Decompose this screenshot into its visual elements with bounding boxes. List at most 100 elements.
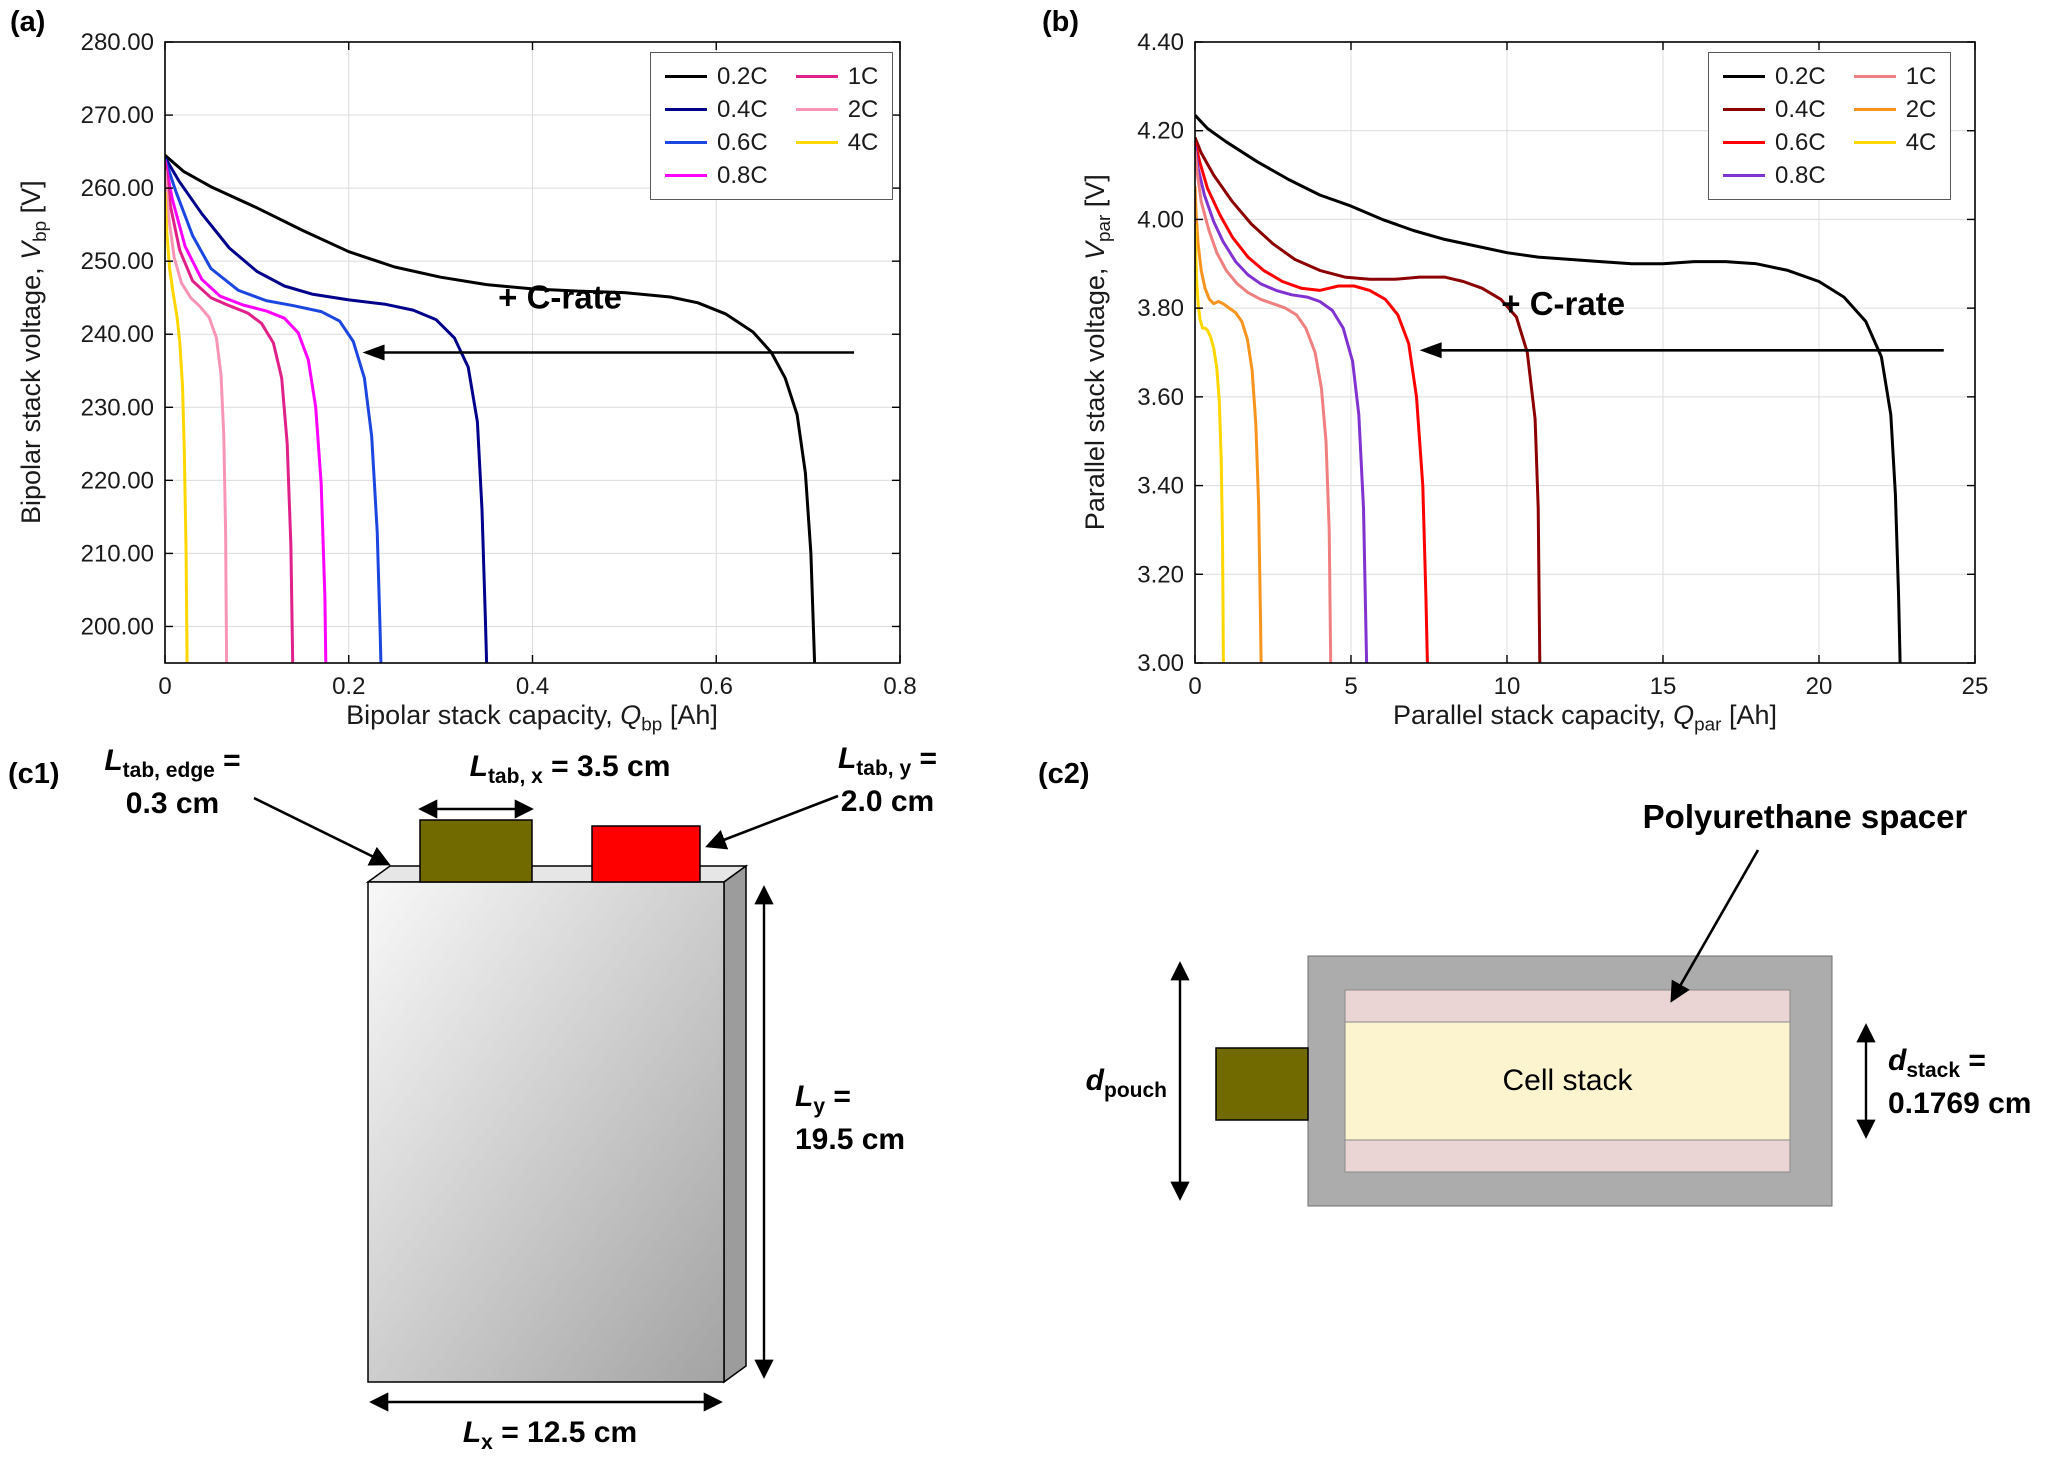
legend-label: 1C bbox=[847, 62, 879, 90]
xlabel-unit: [Ah] bbox=[1721, 700, 1777, 730]
chart-b-y-axis-label: Parallel stack voltage, Vpar [V] bbox=[1080, 32, 1116, 672]
xlabel-text: Parallel stack capacity, bbox=[1393, 700, 1674, 730]
series-line-4C bbox=[1195, 223, 1225, 663]
legend-item-0.2C: 0.2C bbox=[665, 63, 768, 91]
series-line-0.2C bbox=[1195, 114, 1902, 663]
y-tick-label: 4.40 bbox=[1137, 29, 1184, 56]
label-l-x: Lx = 12.5 cm bbox=[380, 1414, 720, 1457]
y-tick-label: 200.00 bbox=[81, 613, 154, 640]
y-tick-label: 280.00 bbox=[81, 29, 154, 56]
pouch-front-face bbox=[367, 881, 725, 1383]
y-tick-label: 3.00 bbox=[1137, 650, 1184, 677]
legend-line-swatch bbox=[1853, 141, 1896, 144]
c-rate-annotation-text: + C-rate bbox=[1501, 285, 1625, 322]
eq: = bbox=[911, 742, 938, 775]
legend-line-swatch bbox=[665, 141, 707, 144]
sub: y bbox=[813, 1095, 826, 1118]
l-tab-edge-line1: Ltab, edge = bbox=[55, 742, 290, 785]
y-tick-label: 3.40 bbox=[1137, 473, 1184, 500]
x-tick-label: 0.4 bbox=[516, 673, 549, 700]
y-tick-label: 3.60 bbox=[1137, 384, 1184, 411]
legend-item-2C: 2C bbox=[795, 95, 879, 124]
series-line-0.8C bbox=[165, 160, 328, 663]
y-tick-label: 220.00 bbox=[81, 467, 154, 494]
sub: tab, x bbox=[487, 765, 543, 788]
y-tick-label: 4.20 bbox=[1137, 118, 1184, 145]
legend-line-swatch bbox=[1723, 174, 1765, 177]
legend-line-swatch bbox=[795, 75, 838, 78]
legend-item-0.6C: 0.6C bbox=[1723, 129, 1826, 157]
legend-label: 0.4C bbox=[717, 95, 768, 123]
legend-label: 1C bbox=[1905, 62, 1937, 90]
series-line-0.4C bbox=[1195, 136, 1542, 663]
legend-line-swatch bbox=[1723, 75, 1765, 78]
value: = 3.5 cm bbox=[542, 750, 671, 783]
legend-item-0.8C: 0.8C bbox=[1723, 162, 1826, 190]
legend-item-0.4C: 0.4C bbox=[1723, 96, 1826, 124]
var: L bbox=[469, 750, 488, 783]
panel-c2-tag: (c2) bbox=[1038, 758, 1090, 790]
y-tick-label: 210.00 bbox=[81, 540, 154, 567]
plot-border bbox=[1194, 41, 1976, 664]
series-line-4C bbox=[165, 191, 189, 663]
legend-label: 2C bbox=[1905, 95, 1937, 123]
spacer-top bbox=[1344, 989, 1791, 1023]
series-line-2C bbox=[165, 169, 229, 663]
legend-label: 0.2C bbox=[717, 62, 768, 90]
var: L bbox=[462, 1416, 482, 1449]
legend-line-swatch bbox=[795, 108, 838, 111]
ylabel-variable: V bbox=[15, 241, 46, 260]
ylabel-unit: [V] bbox=[15, 180, 46, 221]
sub: stack bbox=[1906, 1059, 1961, 1082]
ylabel-subscript: bp bbox=[30, 220, 52, 242]
legend-label: 0.6C bbox=[1775, 128, 1826, 156]
legend-item-4C: 4C bbox=[795, 129, 878, 157]
legend-label: 0.8C bbox=[717, 161, 768, 189]
xlabel-subscript: bp bbox=[641, 714, 663, 736]
var: L bbox=[795, 1080, 814, 1113]
label-d-pouch: dpouch bbox=[1055, 1062, 1167, 1105]
y-tick-label: 240.00 bbox=[81, 321, 154, 348]
cell-stack-label: Cell stack bbox=[1502, 1064, 1633, 1097]
sub: tab, edge bbox=[122, 759, 215, 782]
pouch-top-face bbox=[365, 865, 749, 883]
xlabel-unit: [Ah] bbox=[662, 700, 718, 730]
var: L bbox=[104, 744, 123, 777]
x-tick-label: 25 bbox=[1962, 673, 1989, 700]
negative-tab bbox=[419, 819, 533, 883]
polyurethane-spacer-title: Polyurethane spacer bbox=[1642, 798, 1968, 835]
ylabel-unit: [V] bbox=[1079, 174, 1110, 215]
panel-a-tag: (a) bbox=[10, 6, 46, 38]
x-tick-label: 15 bbox=[1650, 673, 1677, 700]
legend-item-0.4C: 0.4C bbox=[665, 96, 768, 124]
series-line-0.8C bbox=[1195, 145, 1369, 663]
legend-line-swatch bbox=[1723, 141, 1765, 144]
label-l-tab-edge: Ltab, edge = 0.3 cm bbox=[55, 742, 290, 823]
l-tab-y-line1: Ltab, y = bbox=[790, 740, 985, 783]
label-l-y: Ly = 19.5 cm bbox=[795, 1078, 1005, 1159]
label-l-tab-y: Ltab, y = 2.0 cm bbox=[790, 740, 985, 821]
eq: = bbox=[1960, 1044, 1986, 1077]
series-line-0.6C bbox=[165, 158, 383, 663]
eq: = bbox=[825, 1080, 851, 1113]
x-tick-label: 5 bbox=[1344, 673, 1357, 700]
x-tick-label: 0 bbox=[1188, 673, 1201, 700]
ylabel-text: Parallel stack voltage, bbox=[1079, 260, 1110, 531]
legend-line-swatch bbox=[1723, 108, 1765, 111]
c-rate-arrowhead bbox=[1419, 342, 1442, 359]
legend-item-2C: 2C bbox=[1853, 95, 1937, 124]
series-line-1C bbox=[165, 162, 295, 663]
x-tick-label: 0 bbox=[158, 673, 171, 700]
y-tick-label: 250.00 bbox=[81, 248, 154, 275]
legend-label: 2C bbox=[847, 95, 879, 123]
xlabel-variable: Q bbox=[620, 700, 642, 730]
x-tick-label: 0.8 bbox=[883, 673, 916, 700]
chart-b-x-axis-label: Parallel stack capacity, Qpar [Ah] bbox=[1285, 700, 1885, 736]
y-tick-label: 4.00 bbox=[1137, 206, 1184, 233]
y-tick-label: 3.80 bbox=[1137, 295, 1184, 322]
panel-c1-tag: (c1) bbox=[8, 758, 60, 790]
ylabel-text: Bipolar stack voltage, bbox=[15, 259, 46, 525]
